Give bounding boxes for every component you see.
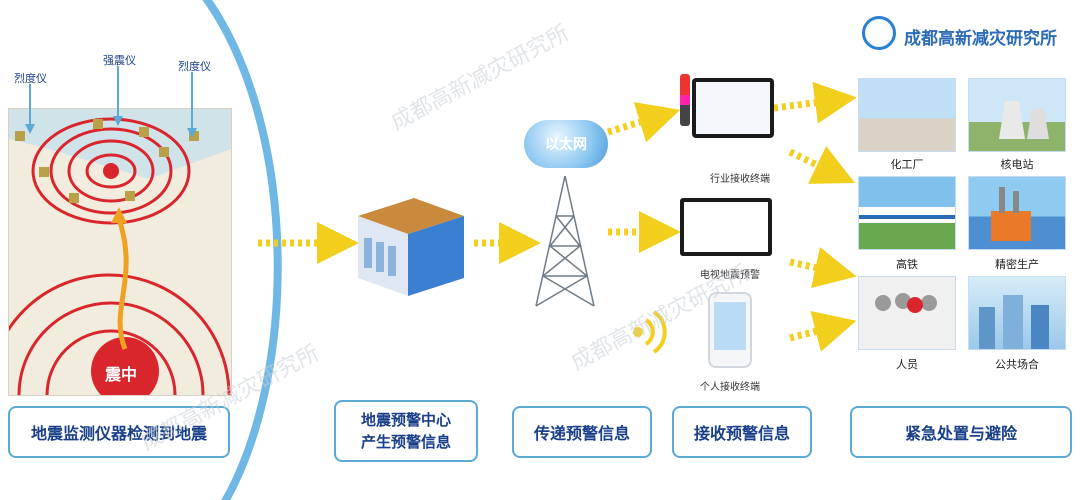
- step-center-label-line2: 产生预警信息: [360, 433, 451, 451]
- step-transmit-box: 传递预警信息: [512, 406, 652, 458]
- wireless-signal-icon: [633, 310, 667, 354]
- step-center-box: 地震预警中心 产生预警信息: [334, 400, 478, 462]
- step-response-label: 紧急处置与避险: [904, 424, 1017, 443]
- chemical-plant-label: 化工厂: [890, 158, 924, 171]
- sensor-pointer-lines: [25, 66, 197, 138]
- step-detect-label: 地震监测仪器检测到地震: [30, 424, 207, 443]
- transmission-tower-icon: [535, 176, 595, 307]
- tv-warning-icon: [680, 198, 772, 256]
- step-receive-label: 接收预警信息: [693, 424, 790, 443]
- intensity-meter-left-label: 烈度仪: [14, 72, 47, 85]
- step-detect-box: 地震监测仪器检测到地震: [8, 406, 230, 458]
- step-transmit-label: 传递预警信息: [533, 424, 630, 443]
- step-receive-box: 接收预警信息: [672, 406, 812, 458]
- personal-terminal-label: 个人接收终端: [700, 382, 760, 393]
- step-response-box: 紧急处置与避险: [850, 406, 1072, 458]
- intensity-meter-right-label: 烈度仪: [178, 60, 211, 73]
- step-center-label-line1: 地震预警中心: [360, 411, 451, 429]
- ethernet-cloud: 以太网: [524, 120, 608, 168]
- high-speed-rail-image: [858, 176, 956, 250]
- industry-terminal-icon: [692, 78, 774, 138]
- people-label: 人员: [896, 358, 918, 371]
- personal-terminal-icon: [708, 292, 752, 368]
- brand-logo-icon: [862, 16, 896, 50]
- warning-beacon-icon: [680, 74, 690, 126]
- public-places-image: [968, 276, 1066, 350]
- precision-production-image: [968, 176, 1066, 250]
- tv-warning-label: 电视地震预警: [700, 270, 760, 281]
- ethernet-label: 以太网: [545, 137, 587, 153]
- high-speed-rail-label: 高铁: [896, 258, 918, 271]
- warning-center-building-icon: [358, 198, 464, 296]
- industry-terminal-label: 行业接收终端: [710, 174, 770, 185]
- epicenter-label: 震中: [105, 365, 138, 384]
- seismic-area-panel: 震中: [8, 108, 232, 396]
- nuclear-plant-label: 核电站: [1000, 158, 1034, 171]
- divider-arc: [202, 0, 282, 500]
- seismic-rings-graphic: [9, 109, 231, 395]
- brand-name: 成都高新减灾研究所: [904, 29, 1057, 49]
- strong-motion-label: 强震仪: [103, 54, 136, 67]
- public-places-label: 公共场合: [995, 358, 1039, 371]
- chemical-plant-image: [858, 78, 956, 152]
- nuclear-plant-image: [968, 78, 1066, 152]
- precision-production-label: 精密生产: [995, 258, 1039, 271]
- people-image: [858, 276, 956, 350]
